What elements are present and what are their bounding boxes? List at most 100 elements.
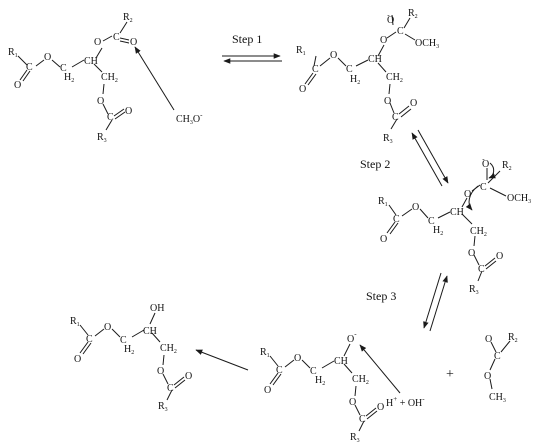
svg-text:O: O (377, 402, 384, 413)
step-2-equilibrium: Step 2 (360, 129, 449, 187)
svg-text:R3: R3 (383, 133, 393, 145)
step-3-label: Step 3 (366, 289, 396, 303)
svg-text:C: C (494, 351, 501, 362)
rearranging-intermediate-structure: R1 C O O C H2 CH O C O- R2 OCH3 CH2 O C … (378, 155, 531, 296)
svg-text:R1: R1 (378, 196, 388, 208)
methyl-ester-structure: O C R2 O CH3 (484, 332, 518, 404)
svg-text:H2: H2 (315, 375, 325, 387)
svg-text:R1: R1 (260, 347, 270, 359)
svg-text:C: C (120, 335, 127, 346)
svg-text:O: O (496, 251, 503, 262)
svg-text:CH: CH (368, 54, 382, 65)
svg-text:R3: R3 (97, 132, 107, 144)
svg-text:C: C (276, 365, 283, 376)
svg-text:R1: R1 (70, 316, 80, 328)
diglyceride-alkoxide-structure: R1 C O O C H2 CH O- CH2 O C O R3 (260, 330, 384, 444)
svg-text:O: O (380, 234, 387, 245)
svg-text:R1: R1 (8, 47, 18, 59)
svg-text:CH3O-: CH3O- (176, 111, 203, 126)
svg-text:R1: R1 (296, 45, 306, 57)
hydroxyl-group: OH (150, 303, 164, 314)
plus-sign: + (446, 367, 454, 382)
protonation-arrow (359, 344, 401, 394)
methoxide-ion: CH3O- (134, 46, 203, 126)
svg-text:CH2: CH2 (352, 374, 369, 386)
svg-text:H2: H2 (64, 72, 74, 84)
svg-text:C: C (167, 383, 174, 394)
svg-text:O-: O- (347, 330, 357, 345)
step-2-label: Step 2 (360, 157, 390, 171)
svg-text:O: O (484, 371, 491, 382)
svg-text:CH3: CH3 (489, 392, 506, 404)
svg-text:R3: R3 (350, 432, 360, 444)
tetrahedral-intermediate-structure: R1 C O O C H2 CH O C O- R2 OCH3 CH2 O C … (296, 8, 439, 145)
svg-text:O: O (157, 366, 164, 377)
svg-text:O: O (384, 96, 391, 107)
svg-text:O: O (74, 354, 81, 365)
r1-label: R (8, 47, 15, 58)
svg-text:H2: H2 (433, 225, 443, 237)
svg-text:C: C (346, 64, 353, 75)
svg-text:O: O (130, 37, 137, 48)
step-1-label: Step 1 (232, 32, 262, 46)
svg-text:CH: CH (334, 356, 348, 367)
svg-text:OCH3: OCH3 (415, 38, 439, 50)
svg-text:CH: CH (84, 56, 98, 67)
curved-electron-arrow-2 (465, 185, 479, 211)
svg-text:CH2: CH2 (160, 343, 177, 355)
svg-text:O-: O- (482, 155, 489, 170)
svg-text:O: O (330, 50, 337, 61)
svg-text:O: O (464, 189, 471, 200)
svg-text:C: C (310, 366, 317, 377)
svg-text:R2: R2 (123, 12, 133, 24)
svg-text:O: O (410, 98, 417, 109)
carbonyl-oxygen: O (14, 80, 21, 91)
svg-text:R2: R2 (502, 160, 512, 172)
svg-text:CH2: CH2 (386, 72, 403, 84)
ester-oxygen: O (44, 52, 51, 63)
svg-text:R3: R3 (158, 401, 168, 413)
svg-text:O: O (349, 397, 356, 408)
svg-text:O: O (412, 202, 419, 213)
diglyceride-structure: R1 C O O C H2 CH OH CH2 O C O R3 (70, 303, 192, 413)
svg-text:C: C (392, 112, 399, 123)
svg-text:O: O (294, 353, 301, 364)
svg-text:C: C (393, 214, 400, 225)
svg-text:C: C (397, 26, 404, 37)
svg-text:R2: R2 (508, 332, 518, 344)
svg-text:C: C (478, 264, 485, 275)
step-3-equilibrium: Step 3 (366, 272, 448, 332)
svg-text:H2: H2 (124, 344, 134, 356)
svg-text:C: C (86, 334, 93, 345)
svg-text:C: C (428, 216, 435, 227)
svg-text:O: O (185, 371, 192, 382)
svg-text:CH2: CH2 (101, 72, 118, 84)
svg-text:O: O (380, 35, 387, 46)
svg-text:H2: H2 (350, 74, 360, 86)
svg-text:O: O (94, 37, 101, 48)
step-1-equilibrium: Step 1 (222, 32, 282, 64)
svg-text:C: C (113, 32, 120, 43)
svg-text:C: C (60, 63, 67, 74)
svg-text:O: O (468, 248, 475, 259)
svg-text:O: O (97, 96, 104, 107)
proton-source: H+ + OH- (359, 344, 425, 409)
svg-text:C: C (480, 182, 487, 193)
svg-text:R3: R3 (469, 284, 479, 296)
svg-text:R2: R2 (408, 8, 418, 20)
svg-text:OCH3: OCH3 (507, 193, 531, 205)
curved-electron-arrow-1 (488, 162, 496, 179)
svg-text:O: O (299, 84, 306, 95)
svg-text:H+ + OH-: H+ + OH- (386, 395, 425, 409)
triglyceride-structure: R1 C O O C H2 CH O C O R2 CH2 O C O R3 (8, 12, 137, 144)
product-arrow (195, 349, 249, 371)
svg-text:CH: CH (450, 207, 464, 218)
svg-text:O: O (104, 322, 111, 333)
nucleophilic-attack-arrow (134, 46, 175, 111)
svg-text:C: C (359, 414, 366, 425)
svg-text:C: C (312, 64, 319, 75)
svg-text:O: O (264, 385, 271, 396)
svg-text:CH2: CH2 (470, 226, 487, 238)
svg-text:CH: CH (143, 326, 157, 337)
